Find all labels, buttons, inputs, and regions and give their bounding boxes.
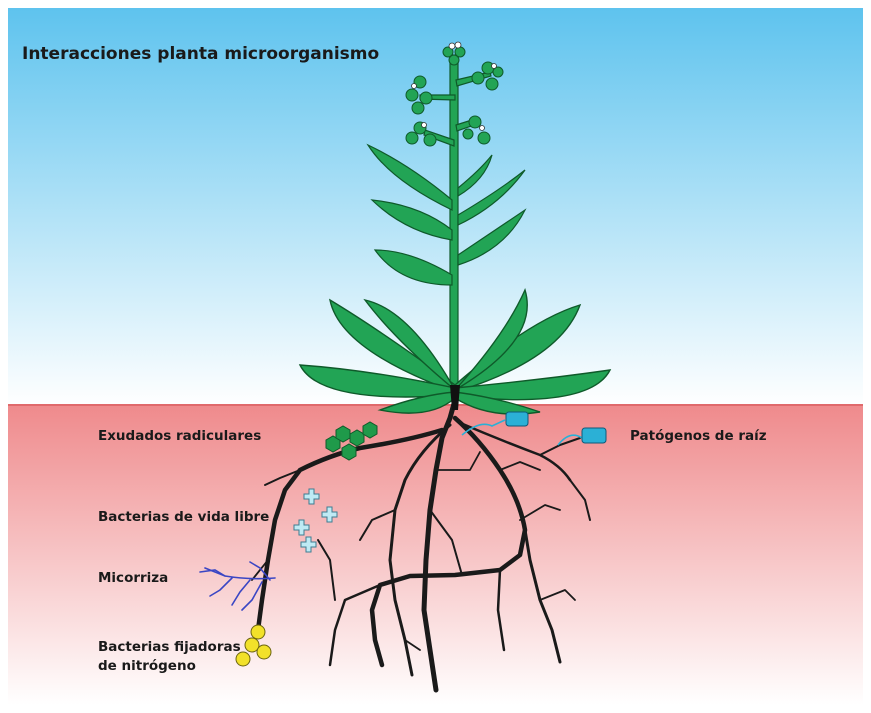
sky-background <box>8 8 863 406</box>
label-nitrogen-fixing-line1: Bacterias fijadoras <box>98 638 241 657</box>
label-root-pathogens: Patógenos de raíz <box>630 428 767 444</box>
label-nitrogen-fixing-bacteria: Bacterias fijadoras de nitrógeno <box>98 638 241 676</box>
label-free-living-bacteria: Bacterias de vida libre <box>98 509 269 525</box>
label-root-exudates: Exudados radiculares <box>98 428 261 444</box>
label-mycorrhiza: Micorriza <box>98 570 168 586</box>
diagram-title: Interacciones planta microorganismo <box>22 44 379 64</box>
label-nitrogen-fixing-line2: de nitrógeno <box>98 657 241 676</box>
